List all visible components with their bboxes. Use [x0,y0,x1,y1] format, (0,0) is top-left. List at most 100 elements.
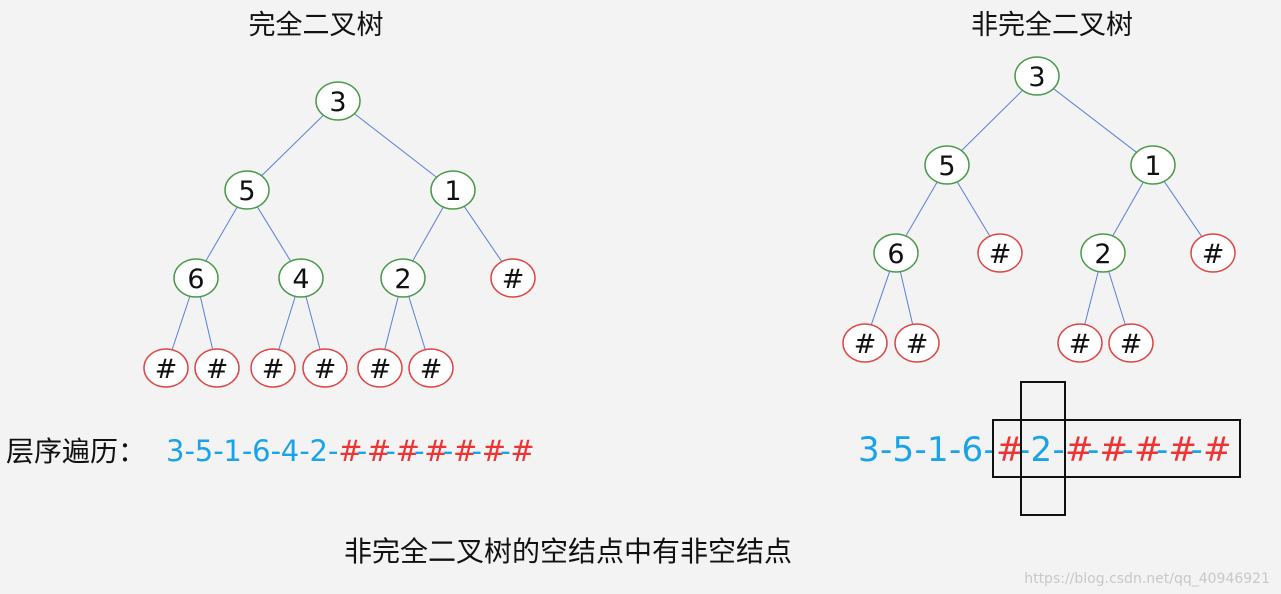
sequence-separator: - [1087,430,1099,470]
sequence-separator: - [1018,430,1030,470]
right-tree-title: 非完全二叉树 [971,10,1133,41]
left-tree-title: 完全二叉树 [249,10,384,41]
sequence-value-token: 1 [223,434,241,468]
node-label: # [1202,239,1225,270]
tree-node: 5 [224,170,270,210]
tree-edge [870,270,891,326]
sequence-separator: - [357,434,367,468]
tree-node: 4 [278,258,324,298]
sequence-value-token: 5 [893,430,915,470]
tree-edge [260,113,325,178]
sequence-separator: - [185,434,195,468]
node-circle [1080,233,1126,273]
tree-edge [408,295,426,351]
tree-node: 6 [873,233,919,273]
node-label: 1 [1144,151,1161,182]
sequence-value-token: 1 [927,430,949,470]
sequence-separator: - [1156,430,1168,470]
node-label: 5 [238,176,255,207]
null-node: # [977,233,1023,273]
sequence-null-token: # [1134,430,1163,470]
null-node: # [1108,323,1154,363]
node-label: # [369,354,392,385]
node-label: # [1069,329,1092,360]
node-circle [924,145,970,185]
node-circle [1108,323,1154,363]
sequence-value-token: 5 [195,434,213,468]
null-node: # [894,323,940,363]
highlight-box-horizontal [992,419,1241,478]
sequence-separator: - [385,434,395,468]
node-circle [278,258,324,298]
tree-node: 2 [380,258,426,298]
tree-edge [205,206,238,262]
tree-edge [960,89,1024,152]
tree-node: 3 [1014,56,1060,96]
node-circle [302,348,348,388]
sequence-separator: - [915,430,927,470]
node-circle [173,258,219,298]
sequence-null-token: # [1169,430,1198,470]
sequence-null-token: # [510,434,534,468]
node-label: # [1120,329,1143,360]
node-label: # [155,354,178,385]
sequence-separator: - [1191,430,1203,470]
sequence-null-token: # [1100,430,1129,470]
node-label: 6 [187,264,204,295]
node-circle [873,233,919,273]
tree-node: 5 [924,145,970,185]
null-node: # [194,348,240,388]
node-label: # [989,239,1012,270]
node-circle [250,348,296,388]
tree-edge [905,181,938,237]
node-circle [1014,56,1060,96]
node-label: 2 [1094,239,1111,270]
tree-edge [278,295,296,351]
node-label: # [420,354,443,385]
tree-edge [1163,180,1203,238]
node-circle [490,258,536,298]
node-label: 6 [887,239,904,270]
node-circle [894,323,940,363]
sequence-null-token: # [424,434,448,468]
sequence-value-token: 6 [962,430,984,470]
null-node: # [302,348,348,388]
sequence-separator: - [443,434,453,468]
tree-edge [352,112,439,179]
watermark: https://blog.csdn.net/qq_40946921 [1024,571,1270,587]
tree-edge [1108,270,1126,326]
sequence-null-token: # [396,434,420,468]
tree-edge [384,296,399,350]
sequence-separator: - [242,434,252,468]
null-node: # [143,348,189,388]
tree-edge [1051,87,1139,154]
node-label: # [262,354,285,385]
tree-edge [199,296,214,350]
sequence-separator: - [472,434,482,468]
null-node: # [1057,323,1103,363]
sequence-separator: - [299,434,309,468]
sequence-separator: - [213,434,223,468]
right-tree-edges [870,87,1203,326]
left-sequence: 3-5-1-6-4-2-#-#-#-#-#-#-# [166,434,535,468]
caption: 非完全二叉树的空结点中有非空结点 [344,535,792,568]
node-label: 4 [292,264,309,295]
tree-edge [463,205,503,263]
sequence-null-token: # [453,434,477,468]
null-node: # [408,348,454,388]
node-circle [842,323,888,363]
tree-node: 3 [315,81,361,121]
node-label: # [502,264,525,295]
null-node: # [842,323,888,363]
node-label: # [206,354,229,385]
tree-edge [305,296,321,350]
null-node: # [250,348,296,388]
sequence-value-token: 4 [281,434,299,468]
tree-edge [171,295,191,351]
node-label: 3 [1028,62,1045,93]
sequence-value-token: 3 [858,430,880,470]
node-circle [1130,145,1176,185]
traversal-label: 层序遍历： [6,435,146,468]
